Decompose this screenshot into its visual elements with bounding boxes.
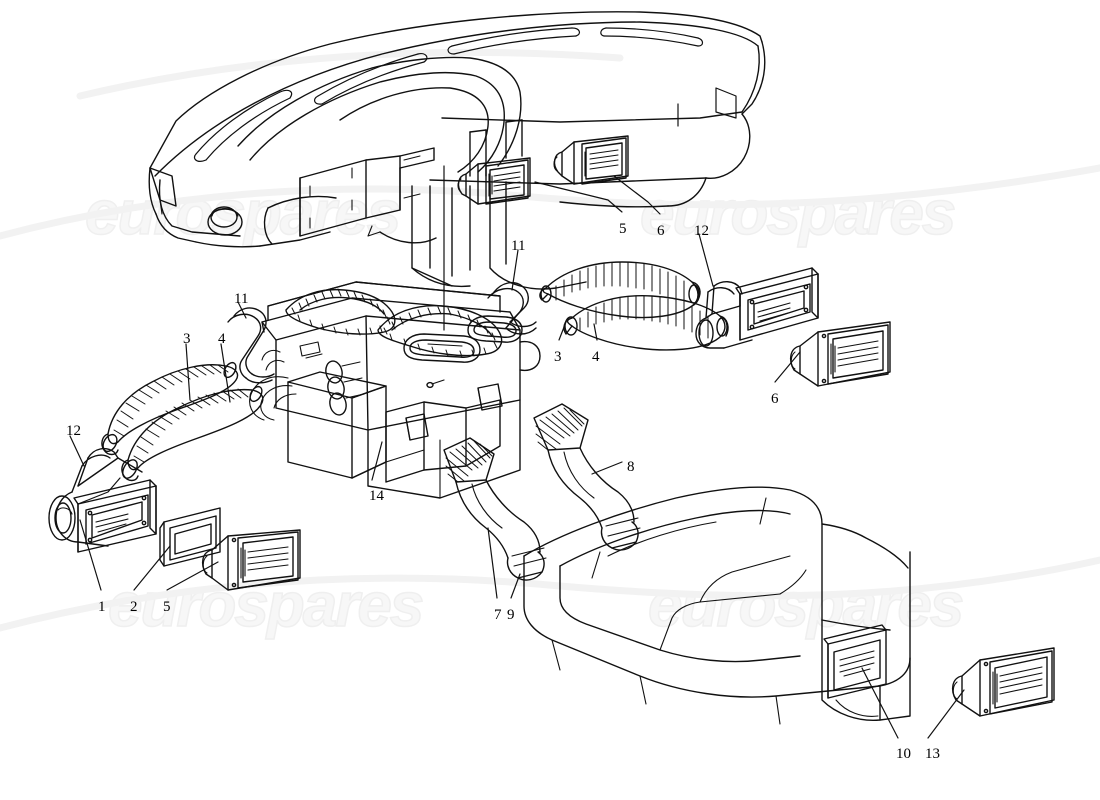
callout-label-left-side-air-vent-outlet: 5 xyxy=(163,599,171,615)
callout-label-rear-console-duct: 8 xyxy=(627,459,635,475)
callout-label-right-side-air-vent-outlet: 6 xyxy=(771,391,779,407)
water-valve-pipe-right xyxy=(487,281,537,335)
callout-label-heater-blower-unit: 14 xyxy=(369,488,384,504)
watermark-text: eurospares xyxy=(639,178,957,249)
rear-console-duct xyxy=(533,403,641,551)
left-duct-elbow xyxy=(48,447,143,547)
callout-label-console-rear-vent-aperture: 10 xyxy=(896,746,911,762)
flexible-duct-hose-short xyxy=(101,361,239,456)
callout-label-flexible-duct-hose-short-right: 3 xyxy=(554,349,562,365)
callout-label-duct-clamp-collar: 9 xyxy=(507,607,515,623)
callout-label-right-duct-elbow: 12 xyxy=(694,223,709,239)
callout-label-left-vent-bezel-frame: 2 xyxy=(130,599,138,615)
centre-dash-vent-right xyxy=(553,135,629,185)
dashboard-panel xyxy=(148,11,766,290)
flexible-duct-hose-long-right xyxy=(563,294,729,351)
callout-label-flexible-duct-hose-long-right: 4 xyxy=(592,349,600,365)
console-rear-air-vent xyxy=(951,647,1055,717)
callout-label-left-side-vent-grommet: 1 xyxy=(98,599,106,615)
right-duct-elbow xyxy=(695,281,753,349)
left-vent-housing xyxy=(73,477,157,553)
water-valve-pipe-left xyxy=(227,307,275,384)
callout-label-flexible-duct-hose-long: 4 xyxy=(218,331,226,347)
console-duct-left xyxy=(443,437,547,581)
left-vent-bezel-frame xyxy=(159,507,221,567)
callout-label-centre-dash-vent-right: 6 xyxy=(657,223,665,239)
heater-blower-unit xyxy=(249,281,541,499)
callout-label-console-rear-air-vent: 13 xyxy=(925,746,940,762)
flexible-duct-hose-short-right xyxy=(539,261,701,319)
right-vent-housing-bezel xyxy=(735,267,819,341)
callout-label-left-duct-elbow: 12 xyxy=(66,423,81,439)
watermark-text: eurospares xyxy=(647,570,965,641)
callout-label-centre-dash-vent-left: 5 xyxy=(619,221,627,237)
centre-dash-vent-left xyxy=(457,157,531,205)
callout-label-console-duct-left: 7 xyxy=(494,607,502,623)
callout-label-water-valve-pipe-right: 11 xyxy=(511,238,526,254)
callout-label-flexible-duct-hose-short: 3 xyxy=(183,331,191,347)
right-side-air-vent-outlet xyxy=(789,321,891,387)
centre-console xyxy=(523,486,911,725)
callout-label-water-valve-pipe-left: 11 xyxy=(234,291,249,307)
callout-leader-lines xyxy=(69,165,965,739)
left-side-air-vent-outlet xyxy=(201,529,301,591)
flexible-duct-hose-long xyxy=(121,385,264,482)
